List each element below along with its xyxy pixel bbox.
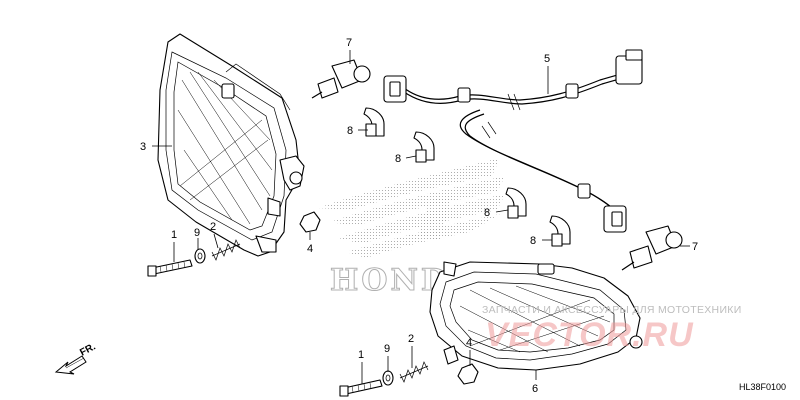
watermark-brand: VECTOR.RU <box>485 316 694 354</box>
callout-6: 6 <box>532 383 538 395</box>
bolt-upper <box>147 259 193 277</box>
clip-2 <box>413 131 435 163</box>
callout-5: 5 <box>544 53 550 65</box>
bolt-lower <box>339 379 383 397</box>
callout-8-c: 8 <box>484 207 490 219</box>
callout-8-a: 8 <box>347 125 353 137</box>
callout-4-bot: 4 <box>466 337 472 349</box>
spring-upper <box>211 239 241 261</box>
callout-2-top: 2 <box>210 221 216 233</box>
watermark-caption: ЗАПЧАСТИ И АКСЕССУАРЫ ДЛЯ МОТОТЕХНИКИ <box>482 304 742 316</box>
honda-wing-logo <box>318 158 505 258</box>
callout-9-bot: 9 <box>384 343 390 355</box>
callout-7-right: 7 <box>692 241 698 253</box>
callout-1-bot: 1 <box>358 349 364 361</box>
nut-upper <box>299 211 321 233</box>
leader-lines <box>152 50 690 384</box>
front-direction-arrow-icon <box>54 355 87 375</box>
washer-lower <box>382 370 394 386</box>
callout-4-top: 4 <box>307 243 313 255</box>
clip-1 <box>363 107 385 137</box>
lower-headlight-unit <box>429 261 643 371</box>
front-direction-label: FR. <box>78 341 98 358</box>
callout-8-d: 8 <box>530 235 536 247</box>
bulb-upper <box>311 59 371 99</box>
callout-3: 3 <box>140 141 146 153</box>
wire-harness <box>383 49 643 233</box>
washer-upper <box>194 248 206 264</box>
clip-4 <box>549 215 571 247</box>
callout-8-b: 8 <box>395 153 401 165</box>
nut-lower <box>457 363 479 385</box>
clip-3 <box>505 187 527 219</box>
diagram-code: HL38F0100 <box>738 382 786 392</box>
spring-lower <box>399 361 429 383</box>
callout-9-top: 9 <box>194 227 200 239</box>
callout-7-top: 7 <box>346 37 352 49</box>
callout-1-top: 1 <box>171 229 177 241</box>
callout-2-bot: 2 <box>408 333 414 345</box>
bulb-lower <box>621 225 683 271</box>
upper-headlight-unit <box>157 33 305 257</box>
